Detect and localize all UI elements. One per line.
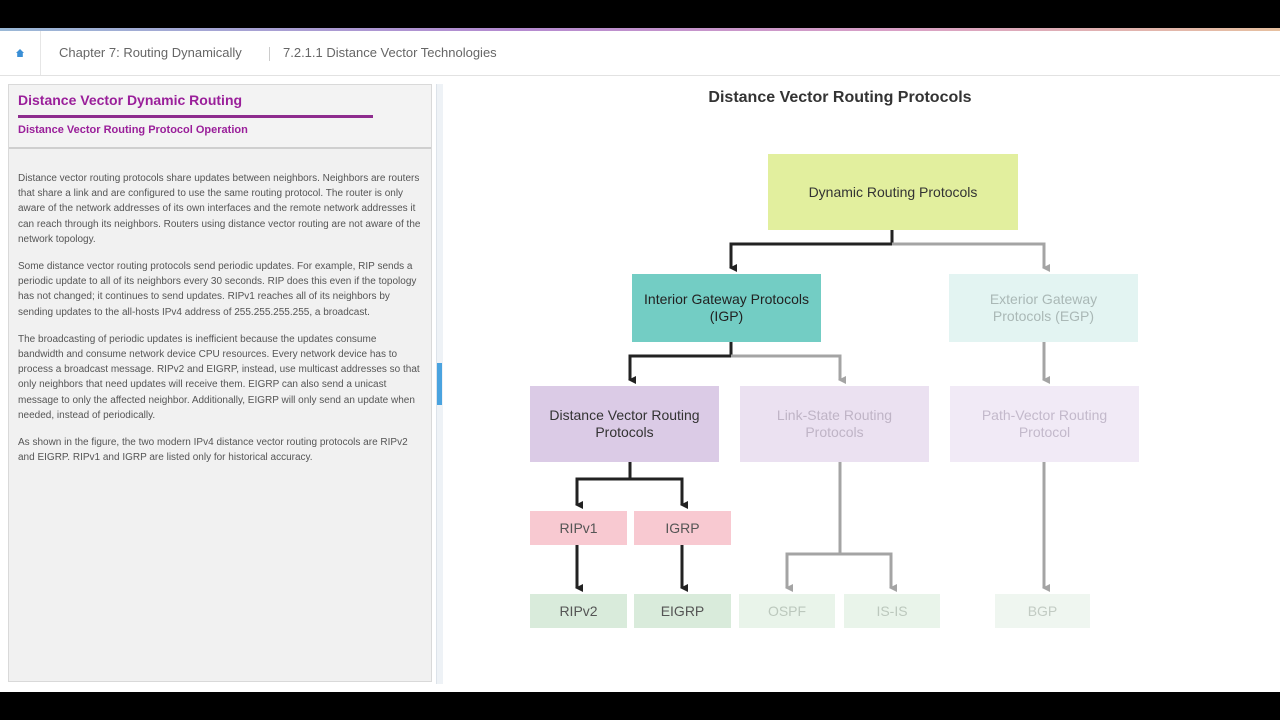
node-dynamic-routing-protocols: Dynamic Routing Protocols <box>768 154 1018 230</box>
node-igp: Interior Gateway Protocols (IGP) <box>632 274 821 342</box>
connector-root-igp <box>729 230 894 272</box>
scrollbar-thumb[interactable] <box>437 363 442 405</box>
breadcrumb-separator <box>269 47 270 61</box>
connector-ls-ospf <box>785 462 842 592</box>
panel-header: Distance Vector Dynamic Routing Distance… <box>9 85 431 149</box>
connector-dv-igrp <box>630 477 688 509</box>
home-icon <box>16 49 24 57</box>
breadcrumb-chapter[interactable]: Chapter 7: Routing Dynamically <box>59 45 242 60</box>
content-panel: Distance Vector Dynamic Routing Distance… <box>8 84 432 682</box>
node-egp: Exterior Gateway Protocols (EGP) <box>949 274 1138 342</box>
panel-title: Distance Vector Dynamic Routing <box>18 92 243 108</box>
node-eigrp: EIGRP <box>634 594 731 628</box>
top-accent-line <box>0 28 1280 31</box>
paragraph: As shown in the figure, the two modern I… <box>18 437 408 464</box>
node-igrp: IGRP <box>634 511 731 545</box>
node-ripv2: RIPv2 <box>530 594 627 628</box>
connector-igp-dv <box>628 342 733 384</box>
paragraph: Some distance vector routing protocols s… <box>18 261 417 318</box>
node-is-is: IS-IS <box>844 594 940 628</box>
panel-body: Distance vector routing protocols share … <box>18 171 422 477</box>
node-bgp: BGP <box>995 594 1090 628</box>
node-ripv1: RIPv1 <box>530 511 627 545</box>
panel-subtitle: Distance Vector Routing Protocol Operati… <box>18 124 248 136</box>
node-ospf: OSPF <box>739 594 835 628</box>
diagram-connectors <box>575 230 1050 592</box>
home-button[interactable] <box>0 31 41 75</box>
connector-dv-ripv1 <box>575 462 632 509</box>
node-link-state: Link-State Routing Protocols <box>740 386 929 462</box>
node-path-vector: Path-Vector Routing Protocol <box>950 386 1139 462</box>
connector-ls-isis <box>840 552 897 592</box>
title-underline <box>18 115 373 118</box>
app-window: Chapter 7: Routing Dynamically 7.2.1.1 D… <box>0 28 1280 692</box>
paragraph: Distance vector routing protocols share … <box>18 173 421 245</box>
node-distance-vector: Distance Vector Routing Protocols <box>530 386 719 462</box>
connector-igp-ls <box>731 354 846 384</box>
diagram-title: Distance Vector Routing Protocols <box>708 89 972 106</box>
breadcrumb-section[interactable]: 7.2.1.1 Distance Vector Technologies <box>283 45 497 60</box>
paragraph: The broadcasting of periodic updates is … <box>18 333 420 421</box>
breadcrumb-bar: Chapter 7: Routing Dynamically 7.2.1.1 D… <box>0 31 1280 76</box>
connector-root-egp <box>892 242 1050 272</box>
